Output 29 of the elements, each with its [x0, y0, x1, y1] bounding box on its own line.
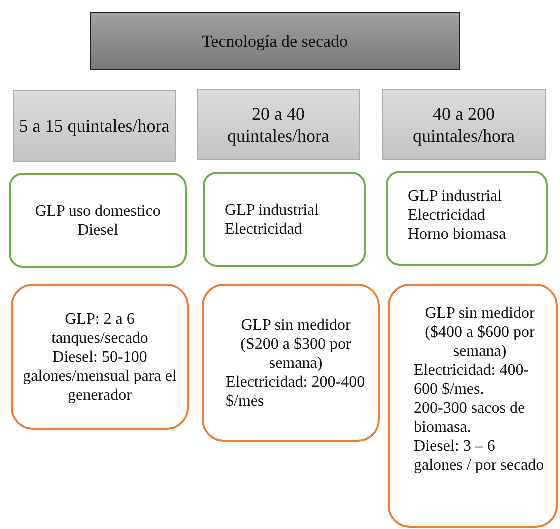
title-box: [90, 12, 460, 70]
item-text: Diesel: 3 – 6 galones / por secado: [414, 437, 546, 475]
item-text: Horno biomasa: [408, 225, 508, 244]
header-text: 40 a 200 quintales/hora: [412, 102, 516, 146]
item-text: GLP: 2 a 6 tanques/secado: [50, 310, 150, 348]
item-text: Diesel: 50-100 galones/mensual para el generador: [23, 348, 177, 404]
item-text: Electricidad: [408, 206, 486, 225]
item-text: GLP uso domestico: [34, 202, 162, 220]
item-text: Electricidad: 200-400 $/mes: [226, 373, 366, 411]
item-text: 200-300 sacos de biomasa.: [414, 399, 526, 437]
item-text: GLP industrial: [225, 200, 320, 220]
fuel-type-box: [386, 171, 548, 266]
capacity-header-box: [13, 90, 176, 162]
cost-box: [202, 284, 380, 442]
item-text: GLP sin medidor (S200 a $300 por semana): [240, 316, 352, 373]
fuel-type-box: [9, 173, 187, 268]
item-text: GLP sin medidor ($400 a $600 por semana): [424, 304, 536, 361]
header-text: 20 a 40 quintales/hora: [226, 102, 330, 146]
cost-box: [11, 284, 189, 430]
capacity-header-box: [382, 89, 546, 160]
item-text: Diesel: [76, 220, 120, 240]
item-text: Electricidad: 400-600 $/mes.: [414, 361, 530, 399]
header-text: 5 a 15 quintales/hora: [19, 115, 170, 137]
cost-box: [388, 284, 558, 528]
title-text: Tecnología de secado: [202, 32, 348, 50]
fuel-type-box: [203, 172, 366, 267]
capacity-header-box: [197, 89, 360, 160]
item-text: GLP industrial: [408, 187, 504, 206]
item-text: Electricidad: [225, 220, 304, 238]
